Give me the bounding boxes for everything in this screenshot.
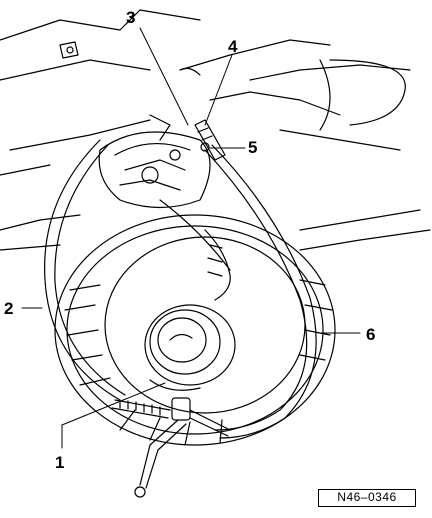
handbrake-lever	[134, 419, 187, 498]
reference-code: N46–0346	[318, 489, 416, 507]
callout-6: 6	[366, 325, 375, 344]
handbrake-cable-right	[204, 144, 317, 439]
callout-3: 3	[126, 8, 135, 27]
brake-drum-assembly	[98, 131, 231, 301]
callout-1: 1	[55, 453, 64, 472]
callout-5: 5	[248, 138, 257, 157]
vehicle-body-panel	[0, 9, 431, 251]
leader-lines	[21, 27, 361, 449]
wheel-hub	[144, 304, 236, 391]
callout-2: 2	[4, 299, 13, 318]
cable-connector	[194, 119, 226, 161]
handbrake-cable-left	[44, 139, 126, 401]
cable-clamp	[111, 397, 231, 437]
callout-4: 4	[228, 37, 238, 56]
